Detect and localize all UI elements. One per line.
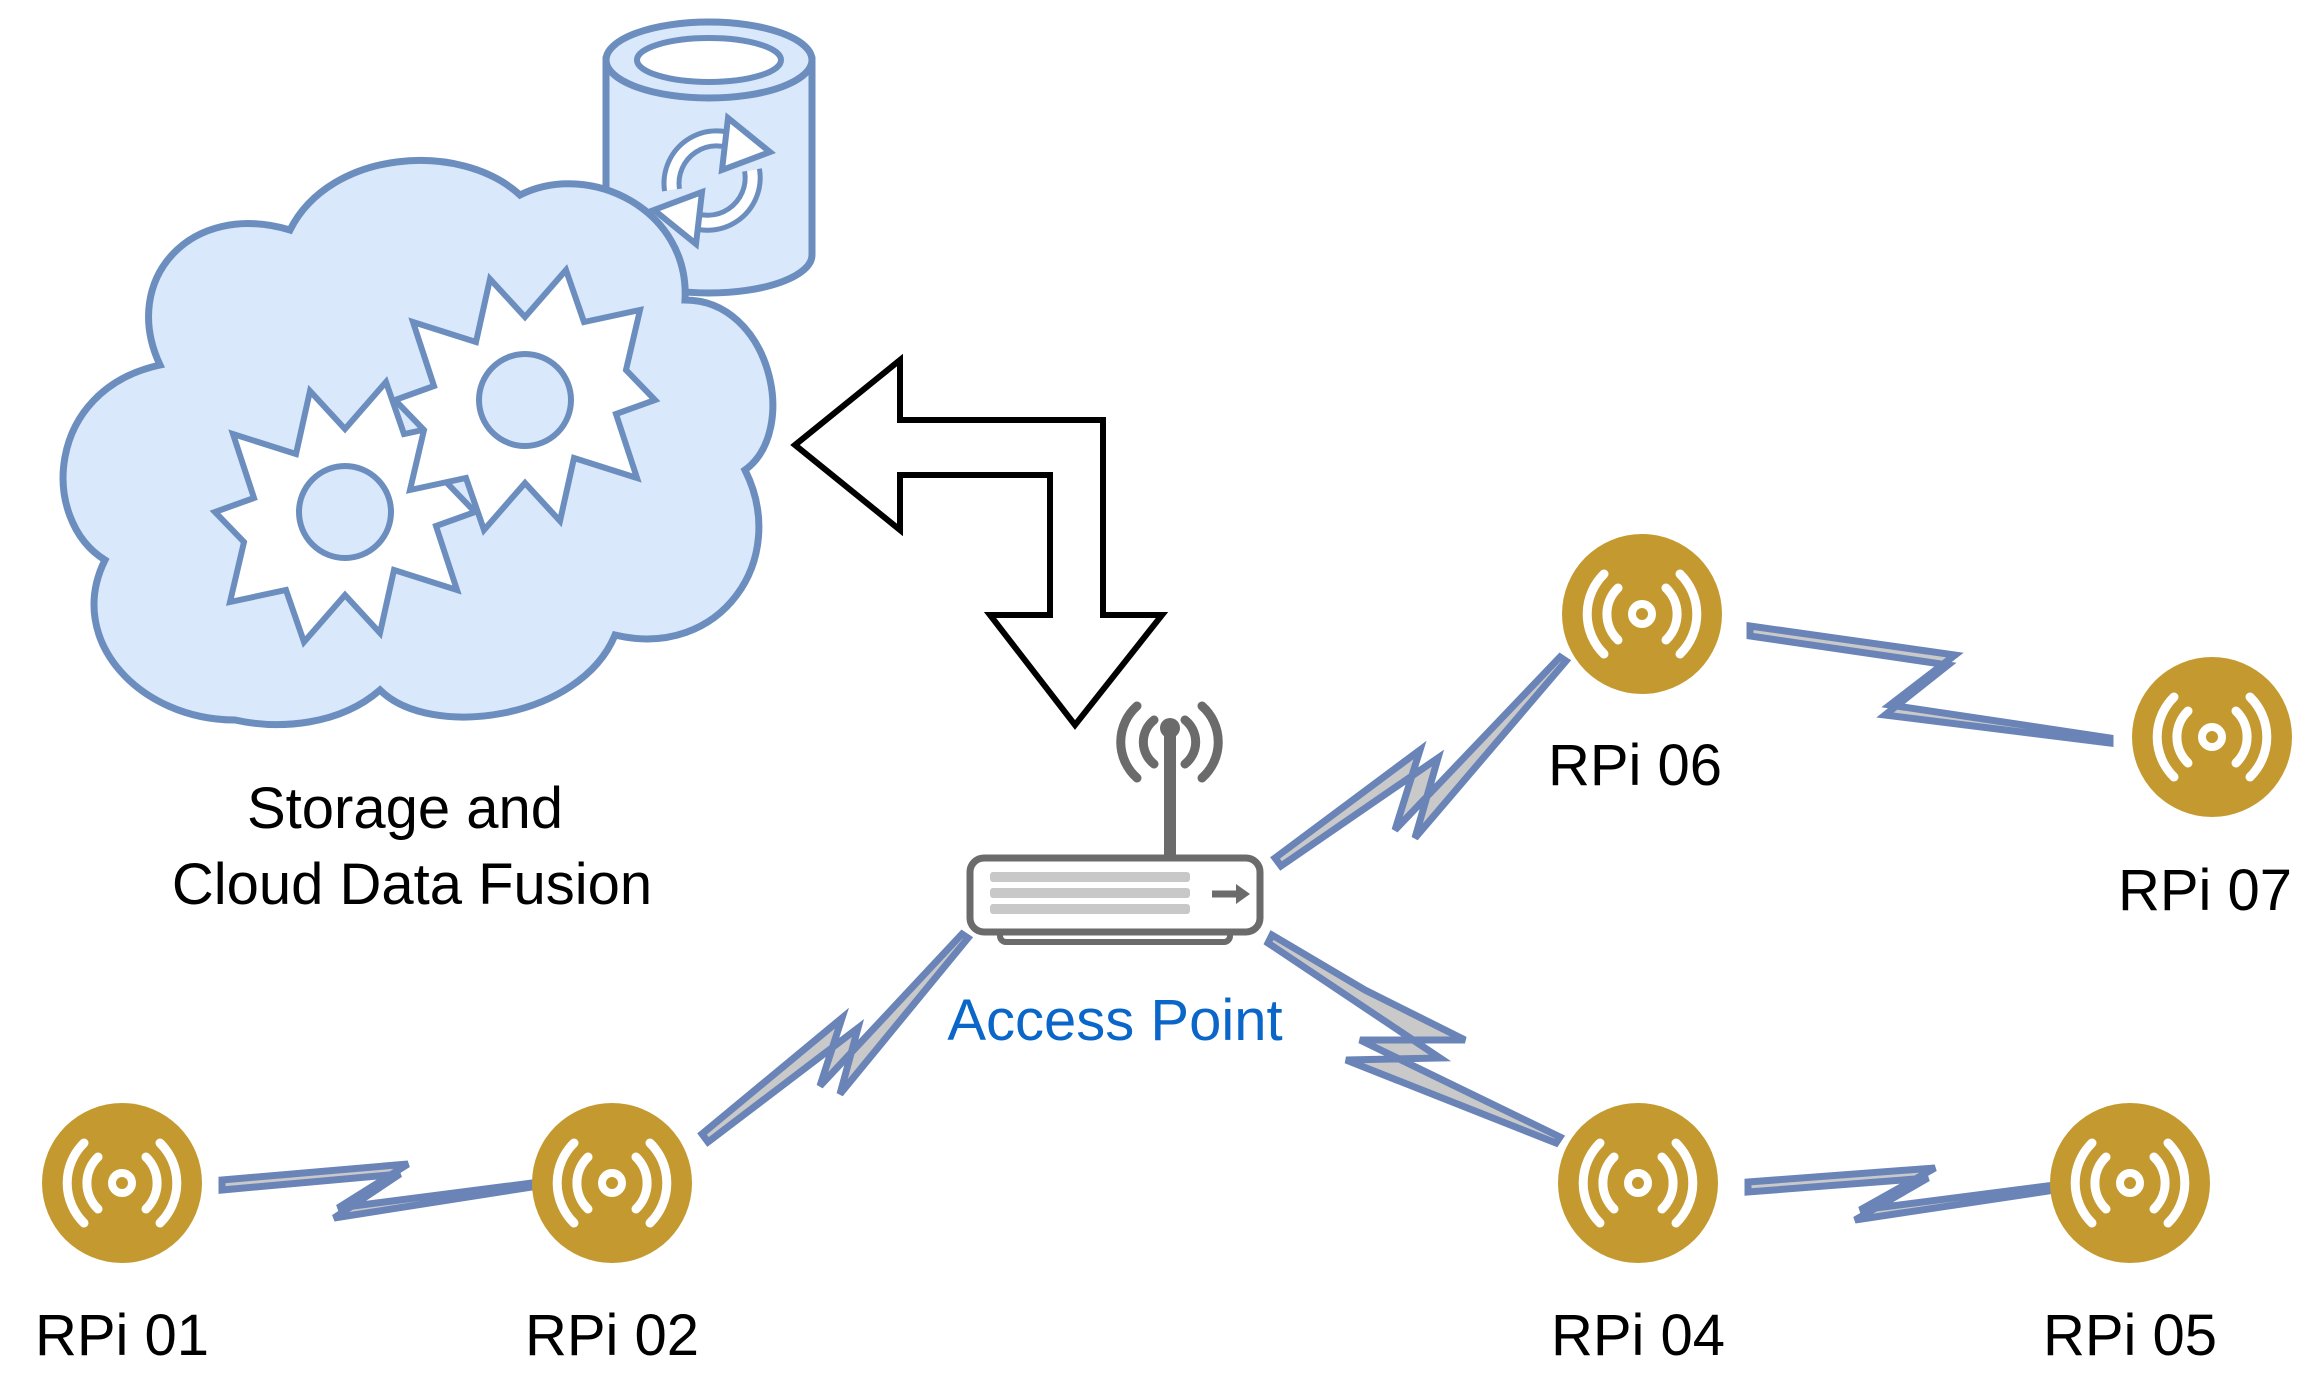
link-ap-rpi04 xyxy=(1263,930,1566,1148)
node-label: RPi 06 xyxy=(1548,733,1722,798)
broadcast-icon xyxy=(1562,534,1722,694)
wireless-links xyxy=(218,621,2114,1224)
node-rpi07: RPi 07 xyxy=(2118,657,2292,923)
node-label: RPi 02 xyxy=(525,1303,699,1368)
link-rpi06-rpi07 xyxy=(1746,621,2114,747)
node-label: RPi 01 xyxy=(35,1303,209,1368)
cloud-label-line1: Storage and xyxy=(247,776,563,841)
link-rpi01-rpi02 xyxy=(218,1160,536,1222)
node-label: RPi 07 xyxy=(2118,858,2292,923)
broadcast-icon xyxy=(2132,657,2292,817)
wireless-router-icon xyxy=(966,701,1264,945)
node-label: RPi 05 xyxy=(2043,1303,2217,1368)
node-rpi01: RPi 01 xyxy=(35,1103,209,1368)
access-point-label: Access Point xyxy=(947,988,1282,1053)
node-label: RPi 04 xyxy=(1551,1303,1725,1368)
node-rpi05: RPi 05 xyxy=(2043,1103,2217,1368)
broadcast-icon xyxy=(2050,1103,2210,1263)
link-ap-rpi06 xyxy=(1270,652,1572,871)
broadcast-icon xyxy=(532,1103,692,1263)
bidirectional-arrow xyxy=(790,353,1169,730)
node-rpi02: RPi 02 xyxy=(525,1103,699,1368)
cloud-gears-icon xyxy=(59,157,777,729)
broadcast-icon xyxy=(42,1103,202,1263)
cloud-label-line2: Cloud Data Fusion xyxy=(172,852,652,917)
node-rpi04: RPi 04 xyxy=(1551,1103,1725,1368)
link-rpi04-rpi05 xyxy=(1744,1164,2059,1224)
node-rpi06: RPi 06 xyxy=(1548,534,1722,798)
broadcast-icon xyxy=(1558,1103,1718,1263)
link-rpi02-ap xyxy=(697,929,974,1147)
